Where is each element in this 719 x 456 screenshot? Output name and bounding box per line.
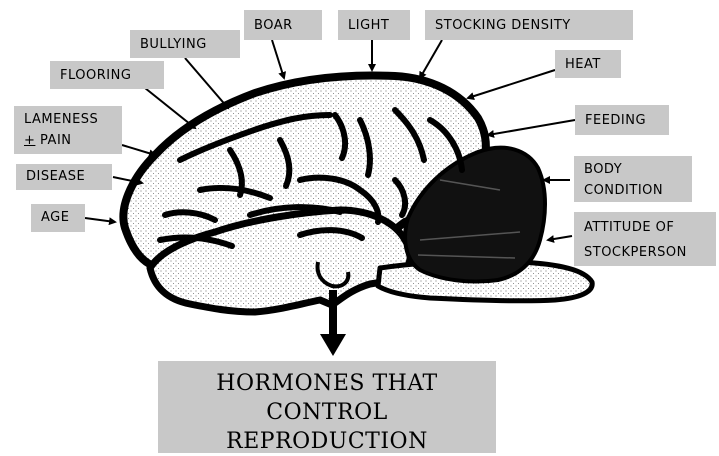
- factor-light: LIGHT: [338, 10, 410, 40]
- factor-lameness-pain: LAMENESS + PAIN: [14, 106, 122, 154]
- hormones-output-box: HORMONES THAT CONTROL REPRODUCTION: [158, 361, 496, 453]
- arrow-heat: [468, 70, 555, 98]
- factor-feeding: FEEDING: [575, 105, 669, 135]
- factor-attitude-of-stockperson: ATTITUDE OF STOCKPERSON: [574, 212, 716, 266]
- arrow-flooring: [145, 88, 195, 128]
- brain-illustration: [123, 76, 592, 312]
- factor-stocking-density: STOCKING DENSITY: [425, 10, 633, 40]
- output-line-2: CONTROL: [158, 398, 496, 427]
- factor-disease: DISEASE: [16, 164, 112, 190]
- factor-bullying: BULLYING: [130, 30, 240, 58]
- arrow-stocking-density: [420, 40, 442, 78]
- factor-age: AGE: [31, 204, 85, 232]
- arrow-age: [85, 218, 115, 222]
- arrow-attitude: [548, 236, 572, 240]
- factor-body-condition: BODY CONDITION: [574, 156, 692, 202]
- factor-boar: BOAR: [244, 10, 322, 40]
- output-line-1: HORMONES THAT: [158, 369, 496, 398]
- arrow-feeding: [488, 120, 575, 135]
- factor-heat: HEAT: [555, 50, 621, 78]
- arrow-lameness: [122, 145, 155, 155]
- arrow-bullying: [185, 58, 228, 108]
- plus-minus-symbol: +: [24, 133, 35, 148]
- output-line-3: REPRODUCTION: [158, 427, 496, 456]
- factor-flooring: FLOORING: [50, 61, 164, 89]
- arrow-boar: [272, 40, 284, 78]
